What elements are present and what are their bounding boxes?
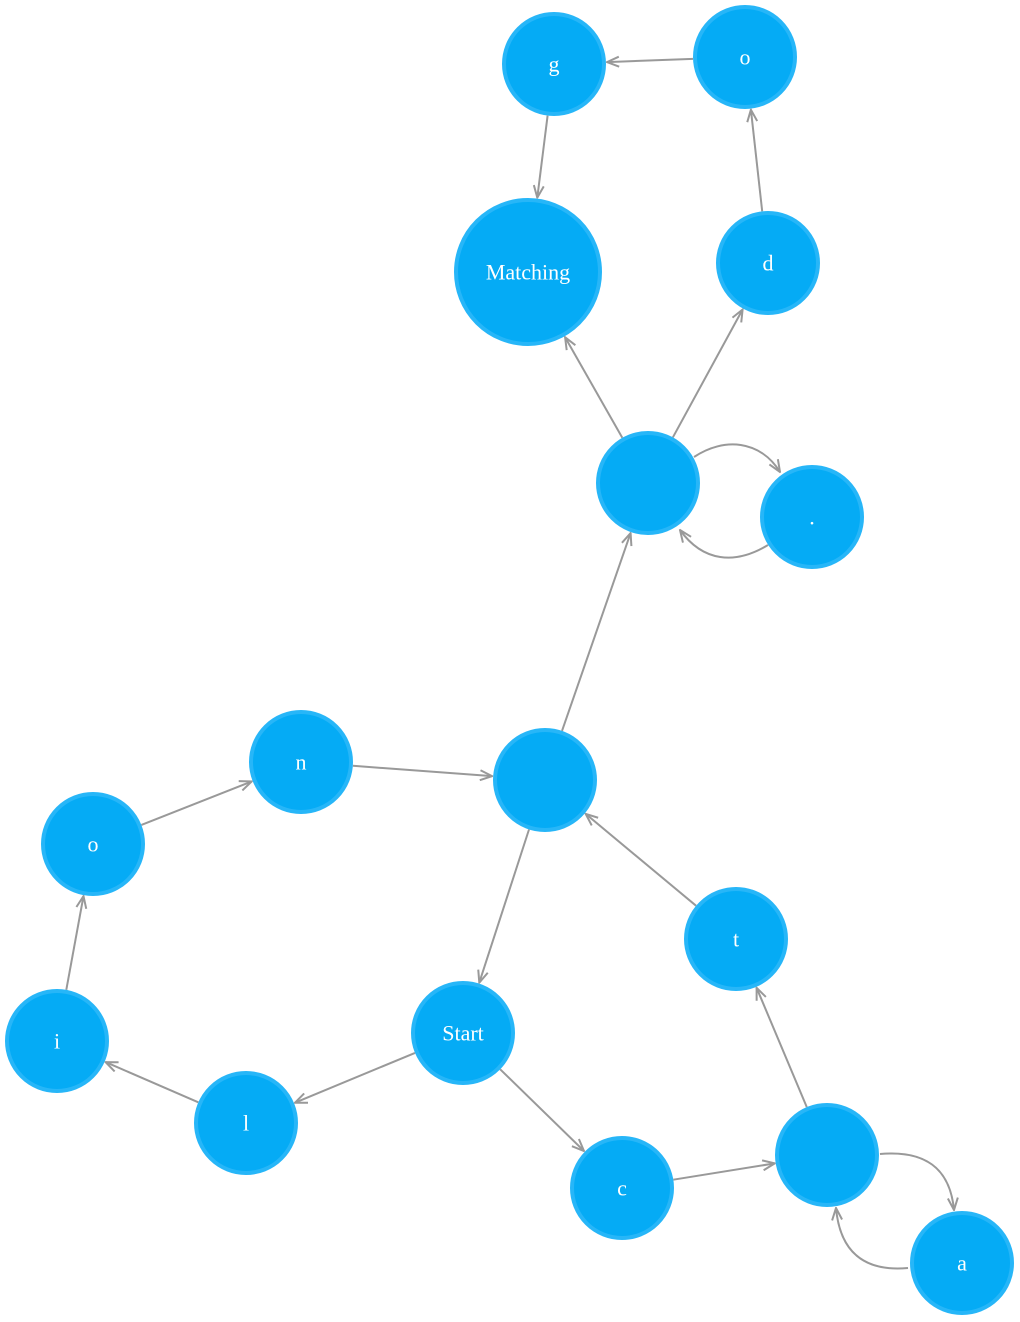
- edge-i-to-o_left: [65, 896, 83, 990]
- node-label-c: c: [617, 1176, 627, 1201]
- node-g[interactable]: g: [502, 12, 606, 116]
- edge-l-to-i: [106, 1062, 199, 1104]
- node-label-matching: Matching: [486, 260, 570, 285]
- node-c[interactable]: c: [570, 1136, 674, 1240]
- node-hub_top[interactable]: [596, 431, 700, 535]
- edge-c-to-hub_bottom: [673, 1163, 774, 1181]
- node-matching[interactable]: Matching: [454, 198, 602, 346]
- edge-a-to-hub_bottom: [836, 1208, 909, 1270]
- node-a[interactable]: a: [910, 1211, 1014, 1315]
- node-label-n: n: [296, 750, 307, 775]
- node-circle-dot[interactable]: [760, 465, 864, 569]
- node-circle-a[interactable]: [910, 1211, 1014, 1315]
- node-label-i: i: [54, 1029, 60, 1054]
- node-circle-o_top[interactable]: [693, 5, 797, 109]
- node-start[interactable]: Start: [411, 981, 515, 1085]
- node-label-g: g: [549, 52, 560, 77]
- node-hub_mid[interactable]: [493, 728, 597, 832]
- node-o_left[interactable]: o: [41, 792, 145, 896]
- node-label-t: t: [733, 927, 739, 952]
- edge-hub_bottom-to-t: [757, 988, 808, 1108]
- node-i[interactable]: i: [5, 989, 109, 1093]
- node-circle-d[interactable]: [716, 211, 820, 315]
- node-label-l: l: [243, 1111, 249, 1136]
- node-circle-g[interactable]: [502, 12, 606, 116]
- edge-hub_mid-to-start: [479, 829, 530, 983]
- node-circle-l[interactable]: [194, 1071, 298, 1175]
- node-circle-i[interactable]: [5, 989, 109, 1093]
- node-circle-hub_mid[interactable]: [493, 728, 597, 832]
- node-circle-start[interactable]: [411, 981, 515, 1085]
- node-o_top[interactable]: o: [693, 5, 797, 109]
- node-circle-matching[interactable]: [454, 198, 602, 346]
- edge-hub_top-to-matching: [565, 337, 624, 439]
- node-circle-hub_bottom[interactable]: [775, 1103, 879, 1207]
- node-label-a: a: [957, 1251, 967, 1276]
- node-label-start: Start: [442, 1021, 484, 1046]
- node-l[interactable]: l: [194, 1071, 298, 1175]
- edge-hub_mid-to-hub_top: [561, 533, 631, 732]
- node-circle-n[interactable]: [249, 710, 353, 814]
- node-dot[interactable]: .: [760, 465, 864, 569]
- node-label-o_top: o: [740, 45, 751, 70]
- edge-start-to-c: [499, 1068, 584, 1151]
- node-circle-c[interactable]: [570, 1136, 674, 1240]
- node-hub_bottom[interactable]: [775, 1103, 879, 1207]
- node-label-o_left: o: [88, 832, 99, 857]
- node-circle-t[interactable]: [684, 887, 788, 991]
- node-circle-o_left[interactable]: [41, 792, 145, 896]
- node-label-d: d: [763, 251, 774, 276]
- edge-dot-to-hub_top: [680, 530, 769, 559]
- edge-hub_top-to-d: [672, 310, 743, 438]
- node-n[interactable]: n: [249, 710, 353, 814]
- edge-hub_top-to-dot: [693, 443, 780, 472]
- edge-n-to-hub_mid: [352, 764, 492, 776]
- edge-start-to-l: [295, 1051, 416, 1103]
- edge-d-to-o_top: [751, 110, 764, 212]
- edge-hub_bottom-to-a: [879, 1152, 954, 1210]
- edge-g-to-matching: [537, 115, 549, 198]
- edge-o_left-to-n: [141, 781, 251, 826]
- node-t[interactable]: t: [684, 887, 788, 991]
- edges-layer: [65, 59, 954, 1270]
- edge-o_top-to-g: [607, 59, 694, 62]
- node-label-dot: .: [809, 505, 815, 530]
- edge-t-to-hub_mid: [586, 814, 697, 907]
- node-d[interactable]: d: [716, 211, 820, 315]
- node-circle-hub_top[interactable]: [596, 431, 700, 535]
